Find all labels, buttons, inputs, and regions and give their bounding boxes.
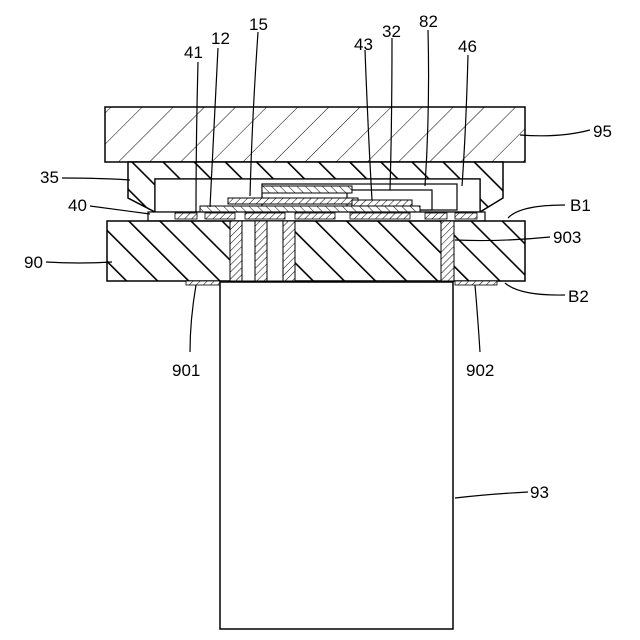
label-902: 902 bbox=[466, 361, 494, 380]
label-B1: B1 bbox=[570, 196, 591, 215]
label-90: 90 bbox=[24, 253, 43, 272]
label-12: 12 bbox=[211, 29, 230, 48]
label-82: 82 bbox=[419, 12, 438, 31]
label-B2: B2 bbox=[568, 287, 589, 306]
substrate-90 bbox=[107, 221, 525, 281]
label-15: 15 bbox=[249, 15, 268, 34]
label-46: 46 bbox=[458, 37, 477, 56]
label-93: 93 bbox=[530, 483, 549, 502]
chip-15-layer bbox=[262, 186, 352, 193]
pad-902 bbox=[455, 281, 497, 285]
label-43: 43 bbox=[354, 35, 373, 54]
element-12 bbox=[200, 206, 420, 212]
label-40: 40 bbox=[68, 196, 87, 215]
chip-43-layer bbox=[352, 200, 412, 206]
label-901: 901 bbox=[172, 361, 200, 380]
label-32: 32 bbox=[382, 22, 401, 41]
pads-41 bbox=[175, 213, 477, 219]
label-41: 41 bbox=[184, 43, 203, 62]
block-93 bbox=[220, 282, 453, 629]
chip-12-layer bbox=[228, 198, 358, 204]
label-903: 903 bbox=[553, 228, 581, 247]
label-95: 95 bbox=[593, 122, 612, 141]
label-35: 35 bbox=[40, 168, 59, 187]
heat-sink-95 bbox=[105, 107, 525, 162]
